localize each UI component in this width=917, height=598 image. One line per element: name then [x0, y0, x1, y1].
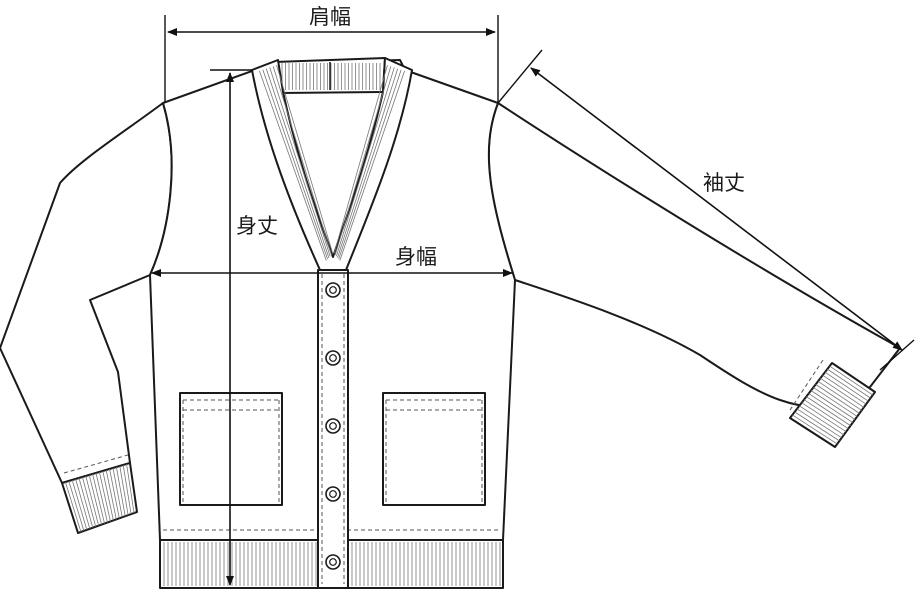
rib-line — [808, 393, 853, 423]
rib-line — [85, 475, 100, 526]
rib-line — [333, 65, 388, 254]
rib-line — [794, 411, 840, 442]
rib-line — [810, 390, 856, 420]
rib-line — [265, 68, 330, 258]
rib-line — [796, 408, 842, 439]
rib-line — [82, 476, 97, 527]
rib-line — [78, 477, 94, 528]
left-pocket — [179, 392, 283, 506]
rib-line — [88, 474, 102, 525]
rib-line — [822, 374, 867, 405]
rib-line — [799, 405, 845, 436]
right-sleeve — [487, 102, 901, 448]
shoulder-width-dimension — [164, 15, 499, 103]
button-row — [325, 282, 341, 570]
neck-ribbing — [281, 63, 381, 90]
v-neck-band-ribbing — [259, 65, 405, 261]
rib-line — [815, 384, 860, 414]
rib-line — [276, 65, 334, 254]
rib-line — [112, 467, 123, 518]
rib-line — [126, 463, 135, 514]
rib-line — [338, 69, 402, 260]
rib-line — [820, 377, 865, 408]
rib-line — [116, 466, 126, 517]
rib-line — [801, 402, 847, 433]
shoulder-width-label: 肩幅 — [309, 5, 351, 29]
rib-line — [92, 473, 105, 524]
rib-line — [817, 381, 862, 411]
button-circle — [325, 418, 341, 434]
rib-line — [806, 396, 851, 426]
button-circle — [325, 554, 341, 570]
button-circle — [325, 350, 341, 366]
body-width-label: 身幅 — [395, 245, 437, 269]
body-length-dimension — [210, 69, 252, 586]
sleeve-length-label: 袖丈 — [703, 171, 745, 195]
rib-line — [68, 480, 85, 532]
right-pocket — [382, 392, 486, 506]
sleeve-length-dimension — [497, 49, 915, 371]
rib-line — [119, 465, 129, 516]
button-inner-ring — [329, 422, 337, 430]
rib-line — [75, 478, 91, 529]
hem-ribbing — [163, 542, 501, 586]
button-inner-ring — [329, 558, 337, 566]
left-cuff-ribbing — [65, 463, 135, 533]
rib-line — [337, 68, 399, 258]
rib-line — [122, 464, 132, 515]
button-inner-ring — [329, 286, 337, 294]
button-circle — [325, 486, 341, 502]
rib-line — [269, 67, 331, 257]
rib-line — [272, 66, 332, 255]
rib-line — [336, 67, 395, 257]
rib-line — [105, 469, 117, 520]
body-length-label: 身丈 — [236, 214, 278, 238]
rib-line — [803, 399, 849, 430]
button-circle — [325, 282, 341, 298]
rib-line — [95, 472, 108, 523]
button-inner-ring — [329, 490, 337, 498]
rib-line — [792, 414, 838, 445]
rib-line — [109, 468, 120, 519]
rib-line — [827, 368, 871, 399]
rib-line — [65, 481, 82, 533]
button-inner-ring — [329, 354, 337, 362]
rib-line — [339, 70, 405, 261]
rib-line — [259, 70, 327, 261]
rib-line — [102, 470, 114, 521]
cardigan-body — [149, 57, 516, 589]
rib-line — [334, 66, 392, 255]
rib-line — [824, 371, 869, 402]
right-cuff-ribbing — [792, 365, 874, 445]
left-sleeve — [0, 102, 173, 534]
rib-line — [262, 69, 328, 260]
rib-line — [829, 365, 874, 396]
rib-line — [71, 479, 88, 530]
rib-line — [813, 387, 858, 417]
rib-line — [99, 471, 111, 522]
